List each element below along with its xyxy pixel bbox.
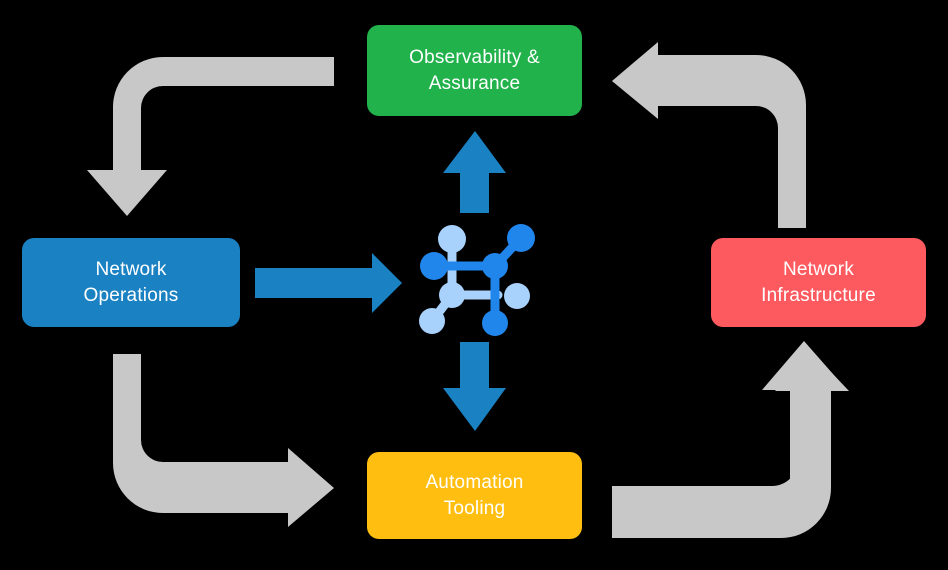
arrow-automation-to-infrastructure-stem (612, 388, 826, 514)
node-automation-tooling[interactable]: Automation Tooling (367, 452, 582, 539)
arrow-operations-to-automation (113, 354, 334, 527)
node-automation-tooling-label: Automation Tooling (425, 471, 524, 519)
node-network-operations[interactable]: Network Operations (22, 238, 240, 327)
node-observability-label: Observability & Assurance (409, 46, 540, 94)
node-network-infrastructure-label: Network Infrastructure (761, 258, 876, 306)
arrow-center-to-automation (443, 342, 506, 431)
arrow-center-to-observability (443, 131, 506, 213)
node-observability-assurance[interactable]: Observability & Assurance (367, 25, 582, 116)
arrow-infrastructure-to-observability (612, 42, 806, 228)
node-network-infrastructure[interactable]: Network Infrastructure (711, 238, 926, 327)
arrow-observability-to-operations (87, 57, 334, 216)
network-topology-icon (419, 224, 535, 336)
node-network-operations-label: Network Operations (83, 258, 179, 306)
arrow-operations-to-center (255, 253, 402, 313)
arrow-automation-to-infrastructure-head (775, 352, 849, 391)
